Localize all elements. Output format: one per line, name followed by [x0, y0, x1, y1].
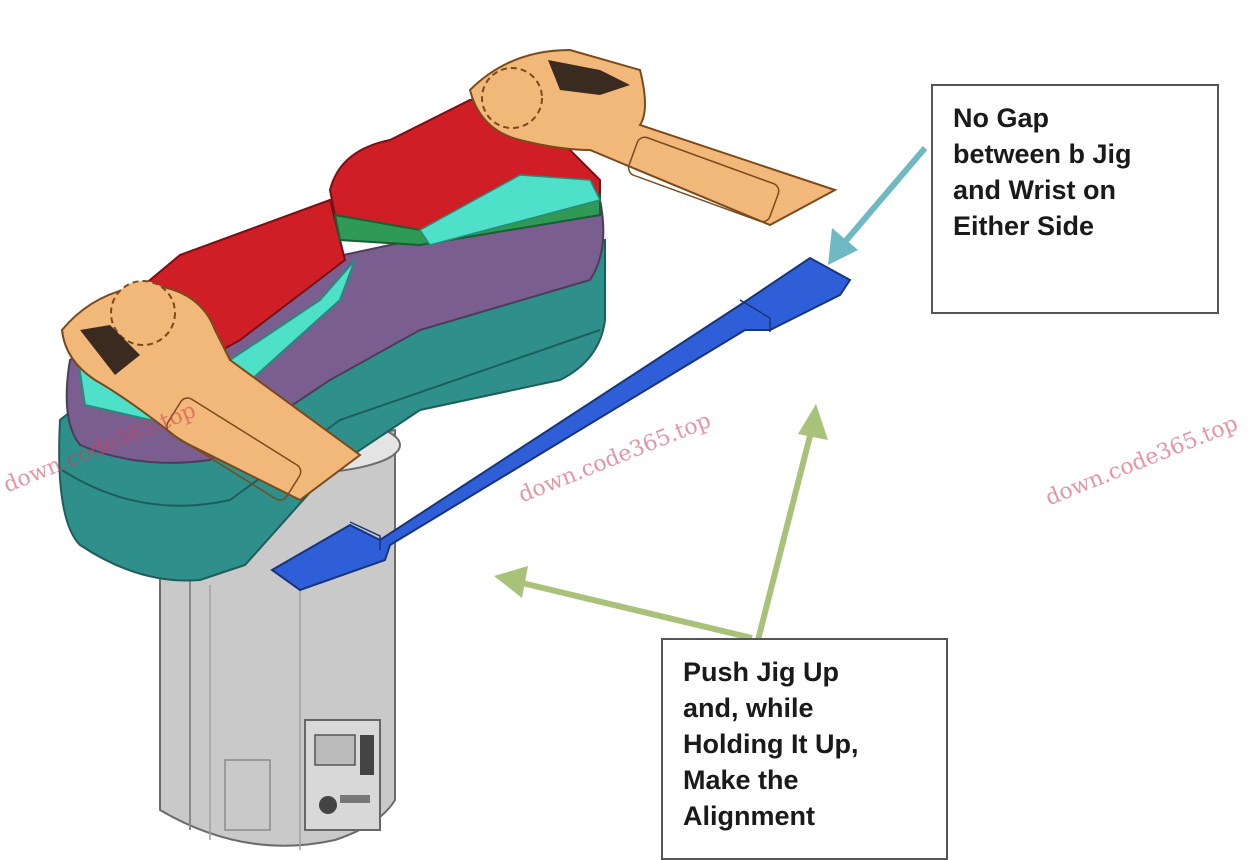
callout-no-gap: No Gap between b Jig and Wrist on Either… [931, 84, 1219, 314]
callout-line: and Wrist on [953, 175, 1117, 205]
callout-push-jig: Push Jig Up and, while Holding It Up, Ma… [661, 638, 948, 860]
orange-jig-upper [468, 48, 838, 227]
callout-line: No Gap [953, 103, 1050, 133]
orange-jig-lower [60, 280, 362, 502]
arrow-push-up [755, 404, 828, 641]
robot-teal-housing [58, 238, 606, 582]
callout-line: between b Jig [953, 139, 1132, 169]
blue-alignment-jig [270, 256, 852, 592]
callout-line: Holding It Up, [683, 729, 859, 759]
arrow-to-jig [494, 566, 753, 641]
callout-line: Either Side [953, 211, 1095, 241]
callout-line: Make the [683, 765, 799, 795]
callout-line: and, while [683, 693, 814, 723]
callout-line: Alignment [683, 801, 815, 831]
callout-line: Push Jig Up [683, 657, 840, 687]
arrow-to-wrist [828, 146, 928, 265]
